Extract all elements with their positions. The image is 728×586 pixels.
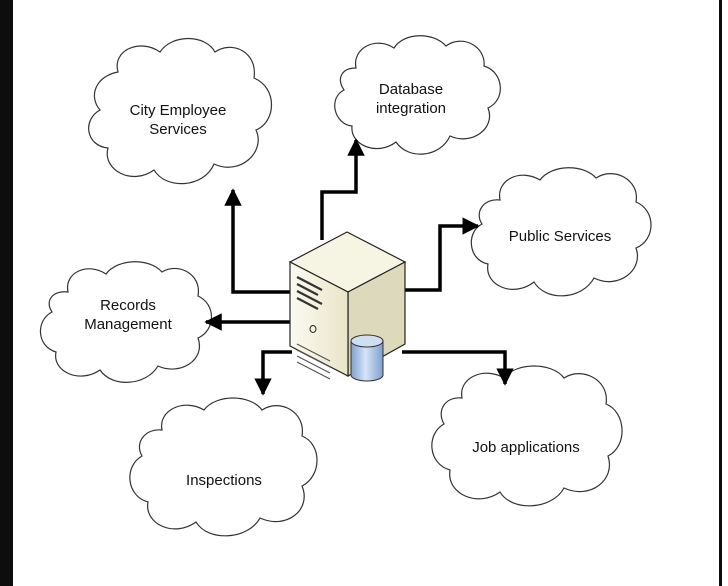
label-line: Management: [84, 316, 172, 333]
arrow-to-inspections: [254, 350, 292, 396]
cloud-records-management: [39, 261, 212, 383]
cloud-public-services: [470, 167, 652, 297]
arrow-to-job-applications: [402, 350, 514, 386]
frame-border-right: [719, 0, 722, 586]
cloud-city-employee-services: [88, 38, 273, 185]
label-public-services: Public Services: [495, 227, 625, 246]
label-database-integration: Database integration: [360, 80, 462, 118]
arrow-to-public-services: [405, 217, 480, 292]
label-job-applications: Job applications: [460, 438, 592, 457]
label-line: Database: [378, 81, 444, 98]
drive-bay-slots: [296, 276, 323, 310]
label-records-management: Records Management: [68, 296, 188, 334]
server-with-database-icon: [288, 231, 407, 382]
cloud-job-applications: [431, 365, 623, 507]
label-line: Services: [149, 121, 207, 138]
label-line: integration: [375, 100, 447, 117]
cloud-inspections: [129, 397, 318, 537]
database-cylinder-icon: [350, 334, 384, 382]
label-inspections: Inspections: [168, 471, 280, 490]
label-line: Job applications: [472, 439, 580, 456]
cloud-database-integration: [334, 35, 501, 155]
label-line: Inspections: [186, 472, 262, 489]
label-line: Public Services: [508, 228, 612, 245]
arrow-to-database-integration: [320, 138, 365, 240]
vent-lines: [296, 343, 331, 380]
label-line: City Employee: [129, 102, 227, 119]
frame-border-left: [0, 0, 13, 586]
label-line: Records: [100, 297, 156, 314]
arrow-to-city-employee-services: [224, 188, 292, 294]
label-city-employee-services: City Employee Services: [121, 101, 235, 139]
power-button-icon: [309, 325, 317, 333]
